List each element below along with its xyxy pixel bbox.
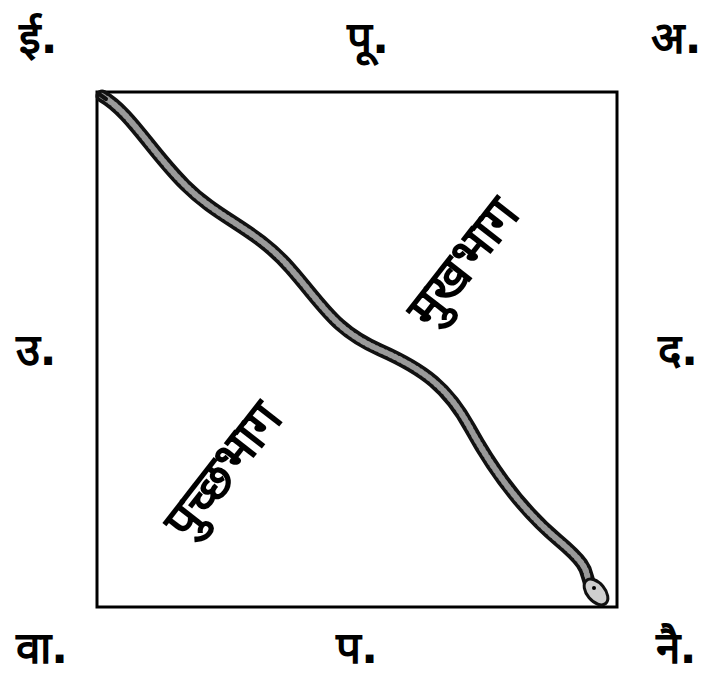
region-label: पुच्छभाग bbox=[154, 393, 290, 548]
direction-label: पू. bbox=[347, 16, 389, 60]
snake-eye bbox=[592, 586, 596, 590]
direction-label: ई. bbox=[19, 16, 58, 60]
square-outline bbox=[97, 92, 617, 607]
snake-scales bbox=[102, 96, 592, 588]
snake-body bbox=[102, 96, 592, 588]
direction-label: नै. bbox=[656, 626, 697, 670]
snake-tail bbox=[99, 94, 106, 99]
direction-label: उ. bbox=[16, 328, 57, 372]
direction-label: अ. bbox=[651, 16, 702, 60]
direction-label: द. bbox=[658, 328, 698, 372]
direction-label: प. bbox=[336, 626, 378, 670]
direction-label: वा. bbox=[16, 626, 68, 670]
region-label: मुखभाग bbox=[397, 189, 527, 336]
snake-head bbox=[579, 575, 612, 610]
